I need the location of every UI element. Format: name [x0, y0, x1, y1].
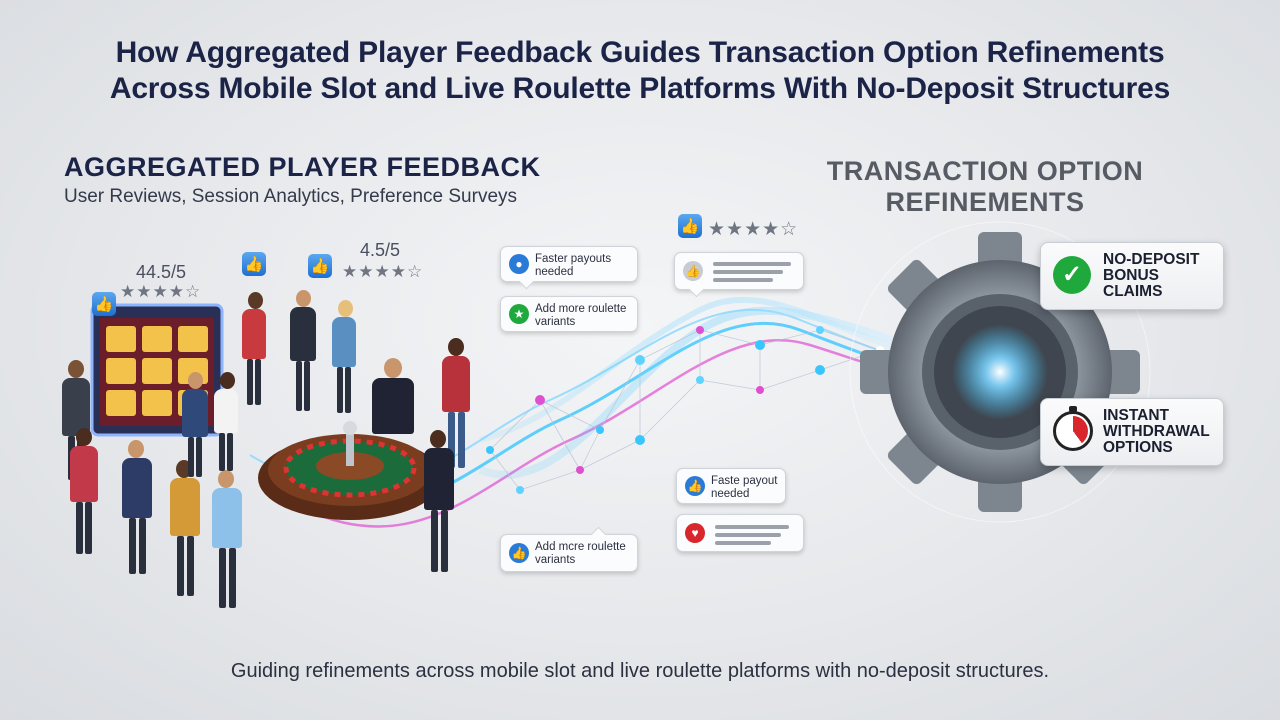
feedback-bubble-add-roulette: ★ Add more roulette variants — [500, 296, 638, 332]
thumbs-up-icon: 👍 — [92, 292, 116, 316]
panel-instant-withdrawal: INSTANT WITHDRAWAL OPTIONS — [1040, 398, 1224, 466]
feedback-subheading: User Reviews, Session Analytics, Prefere… — [64, 186, 518, 207]
chat-icon: ● — [509, 254, 529, 274]
feedback-text: Faster payouts needed — [535, 253, 612, 278]
feedback-heading: AGGREGATED PLAYER FEEDBACK — [64, 152, 541, 182]
refinements-heading-line-2: REFINEMENTS — [885, 187, 1085, 217]
review-card: 👍 — [674, 252, 804, 298]
check-icon: ✓ — [1053, 256, 1091, 294]
refinements-heading-line-1: TRANSACTION OPTION — [826, 156, 1144, 186]
feedback-bubble-faster-payouts: ● Faster payouts needed — [500, 246, 638, 290]
page-title-line-1: How Aggregated Player Feedback Guides Tr… — [115, 36, 1165, 69]
feedback-bubble-faster-payout: 👍 Faste payout needed — [676, 468, 786, 504]
heart-icon: ♥ — [685, 523, 705, 543]
stopwatch-icon — [1053, 406, 1093, 451]
star-icon: ★★★★☆ — [708, 218, 799, 240]
panel-text-line-3: OPTIONS — [1103, 439, 1173, 456]
panel-text-line-1: INSTANT — [1103, 407, 1170, 424]
panel-text-line-3: CLAIMS — [1103, 283, 1163, 300]
review-card: ♥ — [676, 514, 804, 552]
feedback-bubble-add-roulette-bottom: 👍 Add mcre roulette variants — [500, 526, 638, 572]
thumbs-up-icon: 👍 — [683, 261, 703, 281]
thumbs-up-icon: 👍 — [678, 214, 702, 238]
star-icon: ★★★★☆ — [342, 262, 424, 282]
feedback-text: Add more roulette variants — [535, 303, 627, 328]
feedback-text: Faste payout needed — [711, 475, 778, 500]
panel-text-line-2: BONUS — [1103, 267, 1159, 284]
rating-left: 44.5/5 — [136, 262, 187, 282]
feedback-text: Add mcre roulette variants — [535, 541, 626, 566]
star-icon: ★★★★☆ — [120, 282, 202, 302]
thumbs-up-icon: 👍 — [685, 476, 705, 496]
footer-caption: Guiding refinements across mobile slot a… — [230, 660, 1050, 682]
page-title-line-2: Across Mobile Slot and Live Roulette Pla… — [109, 72, 1171, 105]
roulette-wheel — [258, 421, 442, 520]
rating-center: 4.5/5 — [360, 240, 401, 260]
panel-text-line-1: NO-DEPOSIT — [1103, 251, 1200, 268]
refinements-heading: TRANSACTION OPTION REFINEMENTS — [800, 156, 1170, 218]
network-nodes — [486, 326, 884, 494]
panel-text-line-2: WITHDRAWAL — [1103, 423, 1210, 440]
thumbs-up-icon: 👍 — [242, 252, 266, 276]
panel-no-deposit-bonus: ✓ NO-DEPOSIT BONUS CLAIMS — [1040, 242, 1224, 310]
star-icon: ★ — [509, 304, 529, 324]
thumbs-up-icon: 👍 — [308, 254, 332, 278]
thumbs-up-icon: 👍 — [509, 543, 529, 563]
